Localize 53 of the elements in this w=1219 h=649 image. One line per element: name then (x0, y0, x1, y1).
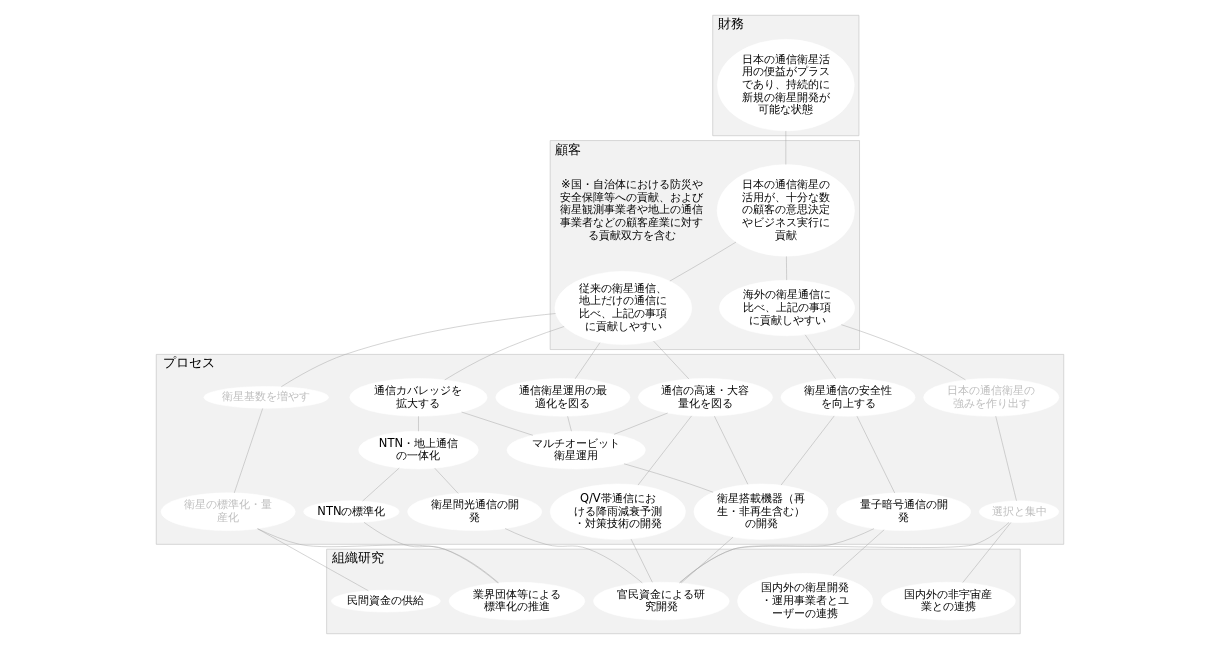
connector (613, 412, 668, 435)
node-ellipse: 日本の通信衛星活用の便益がプラスであり、持続的に新規の衛星開発が可能な状態 (716, 39, 855, 132)
connector (256, 528, 369, 591)
connector (637, 415, 692, 486)
connector (363, 522, 498, 584)
connector (256, 528, 499, 584)
node-ellipse: 官民資金による研究開発 (592, 581, 730, 621)
node-ellipse: 通信衛星運用の最適化を図る (495, 378, 630, 417)
connector (566, 416, 572, 432)
node-ellipse: マルチオービット衛星運用 (506, 430, 646, 470)
connector (678, 522, 1009, 584)
connector (280, 313, 556, 387)
connector (574, 342, 600, 379)
connector (679, 528, 874, 583)
node-ellipse: 民間資金の供給 (330, 589, 441, 613)
node-ellipse: NTN・地上通信の一体化 (357, 430, 479, 470)
node-ellipse: 衛星搭載機器（再生・非再生含む）の開発 (693, 483, 828, 540)
label: ※国・自治体における防災や安全保障等への貢献、および衛星観測事業者や地上の通信事業者などの顧客産業に対する貢献双方を含む (559, 176, 703, 242)
node-ellipse: 従来の衛星通信、地上だけの通信に比べ、上記の事項に貢献しやすい (554, 271, 692, 345)
node-ellipse: 通信の高速・大容量化を図る (637, 378, 773, 417)
connector (460, 411, 533, 436)
connector (680, 536, 733, 584)
connector (630, 538, 653, 583)
node-ellipse: 国内外の非宇宙産業との連携 (880, 581, 1016, 621)
connector (856, 415, 895, 494)
connector (417, 416, 419, 432)
connector (785, 256, 787, 281)
node-ellipse: 業界団体等による標準化の推進 (448, 581, 585, 621)
connector (713, 415, 748, 485)
connector (233, 408, 263, 494)
connector (669, 241, 736, 282)
connector (623, 463, 713, 493)
node-ellipse: 日本の通信衛星の活用が、十分な数の顧客の意思決定やビジネス実行に貢献 (716, 164, 855, 257)
node-ellipse: NTNの標準化 (302, 500, 399, 523)
node-ellipse: 衛星通信の安全性を向上する (780, 378, 915, 417)
node-ellipse: Q/V帯通信における降雨減衰予測・対策技術の開発 (549, 483, 686, 540)
connector (444, 326, 564, 381)
connector (832, 529, 884, 576)
connector (652, 340, 689, 380)
node-ellipse: 選択と集中 (978, 500, 1059, 523)
connector (804, 334, 836, 380)
connector (434, 467, 458, 494)
connector (780, 415, 834, 486)
node-ellipse: 衛星間光通信の開発 (406, 492, 542, 531)
connector (840, 324, 966, 381)
node-ellipse: 量子暗号通信の開発 (835, 492, 971, 531)
connector (961, 522, 1011, 583)
node-ellipse: 国内外の衛星開発・運用事業者とユーザーの連携 (736, 573, 873, 630)
connector (994, 415, 1017, 502)
node-ellipse: 海外の衛星通信に比べ、上記の事項に貢献しやすい (718, 279, 855, 337)
connector (361, 467, 399, 502)
connector (504, 528, 643, 584)
node-ellipse: 通信カバレッジを拡大する (348, 378, 487, 417)
